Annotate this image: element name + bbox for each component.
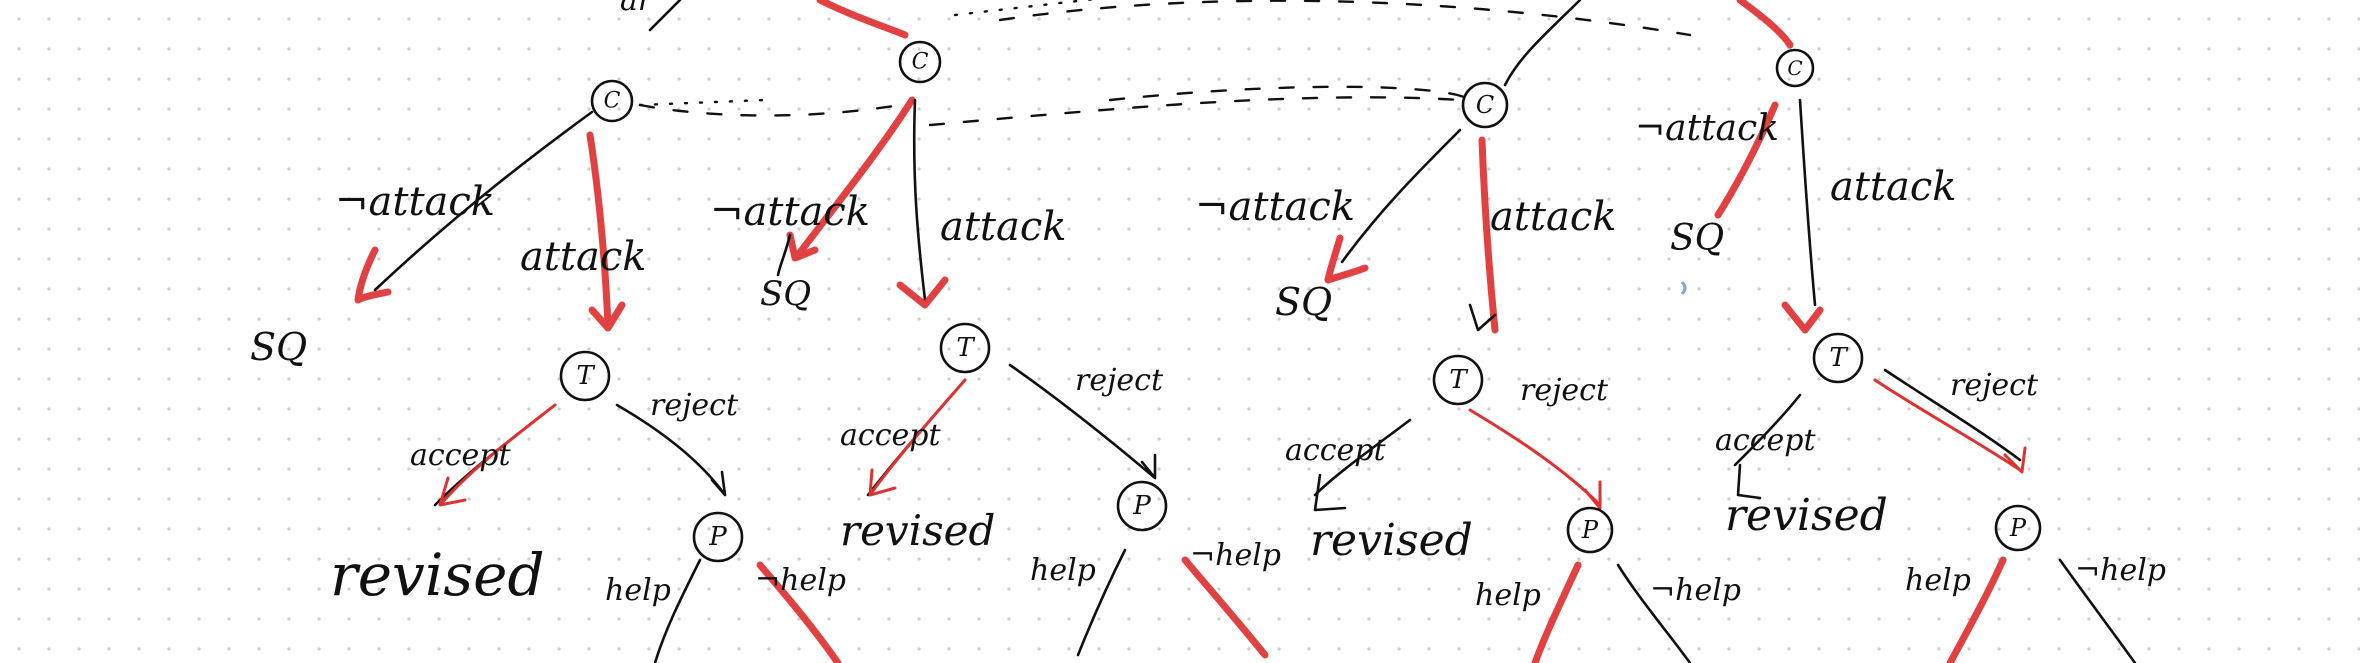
- tree-3-c-label: C: [1476, 91, 1494, 119]
- tree-4-c-node: [1775, 48, 1815, 88]
- tree-4-p-label: P: [2009, 514, 2027, 542]
- tree-3-p-node: [1566, 506, 1614, 554]
- tree-3-reject-label: reject: [1520, 373, 1609, 408]
- tree-4-sq-label: SQ: [1670, 218, 1724, 259]
- tree-1-accept-label: accept: [410, 438, 511, 473]
- tree-3-help-label: help: [1475, 578, 1541, 613]
- tree-2-attack-label: attack: [940, 204, 1066, 250]
- tree-1-revised-label: revised: [330, 541, 545, 609]
- tree-2-p-node: [1116, 480, 1168, 532]
- tree-3-revised-label: revised: [1310, 515, 1473, 566]
- tree-3-t-node: [1432, 354, 1484, 406]
- tree-1-not-help-label: ¬help: [755, 563, 846, 598]
- stray-mark: [1680, 280, 1687, 296]
- tree-3-accept-label: accept: [1285, 433, 1386, 468]
- tree-1-help-label: help: [605, 573, 671, 608]
- tree-1-attack-label: attack: [520, 234, 646, 280]
- tree-2: C ¬attack SQ attack T accept revised rej…: [710, 40, 1281, 659]
- tree-1-sq-label: SQ: [250, 325, 307, 369]
- tree-3-sq-label: SQ: [1275, 280, 1332, 324]
- tree-3-p-label: P: [1581, 516, 1599, 544]
- tree-3: C ¬attack SQ attack T accept revised rej…: [1195, 81, 1741, 663]
- tree-1-c-node: [590, 79, 634, 123]
- tree-4-not-attack-label: ¬attack: [1635, 108, 1779, 149]
- tree-3-t-label: T: [1449, 365, 1468, 395]
- tree-4-t-node: [1812, 332, 1864, 384]
- tree-3-not-help-label: ¬help: [1650, 573, 1741, 608]
- tree-2-not-attack-label: ¬attack: [710, 189, 870, 235]
- tree-1-reject-label: reject: [650, 388, 739, 423]
- tree-4-not-help-label: ¬help: [2075, 553, 2166, 588]
- tree-1: C ¬attack SQ attack T accept revised rej…: [250, 79, 846, 663]
- tree-3-attack-label: attack: [1490, 194, 1616, 240]
- tree-2-c-label: C: [912, 50, 929, 75]
- tree-2-c-node: [898, 40, 942, 84]
- tree-4-help-label: help: [1905, 563, 1971, 598]
- tree-2-t-label: T: [956, 333, 975, 363]
- tree-3-c-node: [1461, 81, 1509, 129]
- tree-4-accept-label: accept: [1715, 423, 1816, 458]
- top-fragment-label: ar: [620, 0, 654, 18]
- tree-1-t-node: [559, 350, 611, 402]
- tree-2-sq-label: SQ: [760, 274, 811, 314]
- tree-4-t-label: T: [1829, 343, 1848, 373]
- tree-1-c-label: C: [604, 89, 621, 114]
- tree-2-accept-label: accept: [840, 418, 941, 453]
- tree-3-not-attack-label: ¬attack: [1195, 184, 1355, 230]
- tree-4-revised-label: revised: [1725, 490, 1888, 541]
- tree-2-t-node: [939, 322, 991, 374]
- tree-1-p-label: P: [708, 522, 727, 552]
- tree-4-p-node: [1994, 504, 2042, 552]
- tree-4-reject-label: reject: [1950, 368, 2039, 403]
- tree-4: C ¬attack SQ attack T accept revised rej…: [1635, 48, 2166, 663]
- tree-4-c-label: C: [1787, 56, 1802, 80]
- tree-2-not-help-label: ¬help: [1190, 538, 1281, 573]
- tree-1-not-attack-label: ¬attack: [335, 179, 495, 225]
- tree-1-t-label: T: [576, 361, 595, 391]
- tree-2-help-label: help: [1030, 553, 1096, 588]
- tree-4-attack-label: attack: [1830, 164, 1956, 210]
- tree-2-revised-label: revised: [840, 506, 995, 555]
- top-branches: ar: [620, 0, 1794, 87]
- tree-2-p-label: P: [1132, 491, 1151, 521]
- information-set-lines: [638, 0, 1692, 127]
- tree-1-p-node: [692, 511, 744, 563]
- tree-2-reject-label: reject: [1075, 363, 1164, 398]
